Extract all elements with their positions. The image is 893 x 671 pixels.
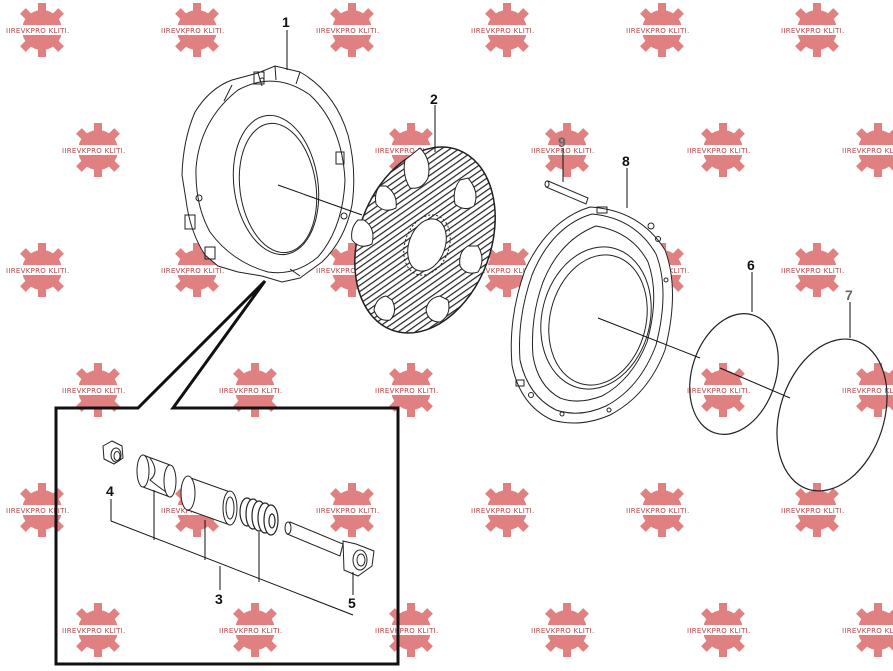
watermark-logo: IIREVKPRO KLITI. <box>471 483 541 537</box>
callout-7: 7 <box>845 287 853 303</box>
svg-text:IIREVKPRO KLITI.: IIREVKPRO KLITI. <box>471 27 535 35</box>
svg-text:IIREVKPRO KLITI.: IIREVKPRO KLITI. <box>687 387 751 395</box>
svg-text:IIREVKPRO KLITI.: IIREVKPRO KLITI. <box>375 387 439 395</box>
watermark-logo: IIREVKPRO KLITI. <box>161 243 231 297</box>
svg-text:IIREVKPRO KLITI.: IIREVKPRO KLITI. <box>842 147 893 155</box>
watermark-logo: IIREVKPRO KLITI. <box>375 363 445 417</box>
watermark-layer: IIREVKPRO KLITI. IIREVKPRO KLITI. IIREVK… <box>6 3 893 657</box>
watermark-logo: IIREVKPRO KLITI. <box>471 3 541 57</box>
leader-lines <box>110 30 851 616</box>
watermark-logo: IIREVKPRO KLITI. <box>219 603 289 657</box>
part-3-spring-sleeve-2 <box>180 475 238 526</box>
watermark-logo: IIREVKPRO KLITI. <box>6 243 76 297</box>
svg-text:IIREVKPRO KLITI.: IIREVKPRO KLITI. <box>6 267 70 275</box>
svg-text:IIREVKPRO KLITI.: IIREVKPRO KLITI. <box>687 627 751 635</box>
svg-text:IIREVKPRO KLITI.: IIREVKPRO KLITI. <box>626 27 690 35</box>
svg-text:IIREVKPRO KLITI.: IIREVKPRO KLITI. <box>471 507 535 515</box>
svg-text:IIREVKPRO KLITI.: IIREVKPRO KLITI. <box>219 387 283 395</box>
callout-2: 2 <box>430 91 438 107</box>
watermark-logo: IIREVKPRO KLITI. <box>781 243 851 297</box>
part-3-spring-sleeve-1 <box>136 454 177 498</box>
part-8-piston-housing <box>510 206 673 424</box>
svg-text:IIREVKPRO KLITI.: IIREVKPRO KLITI. <box>781 27 845 35</box>
watermark-logo: IIREVKPRO KLITI. <box>531 603 601 657</box>
callout-3: 3 <box>215 591 223 607</box>
svg-text:IIREVKPRO KLITI.: IIREVKPRO KLITI. <box>62 387 126 395</box>
svg-text:IIREVKPRO KLITI.: IIREVKPRO KLITI. <box>161 27 225 35</box>
detail-inset-box <box>54 279 400 666</box>
callout-4: 4 <box>106 483 114 499</box>
callout-8: 8 <box>622 153 630 169</box>
watermark-logo: IIREVKPRO KLITI. <box>687 603 757 657</box>
svg-text:IIREVKPRO KLITI.: IIREVKPRO KLITI. <box>62 147 126 155</box>
watermark-logo: IIREVKPRO KLITI. <box>62 603 132 657</box>
watermark-logo: IIREVKPRO KLITI. <box>842 123 893 177</box>
watermark-logo: IIREVKPRO KLITI. <box>471 243 541 297</box>
watermark-logo: IIREVKPRO KLITI. <box>161 3 231 57</box>
part-7-o-ring <box>776 338 888 492</box>
svg-text:IIREVKPRO KLITI.: IIREVKPRO KLITI. <box>6 507 70 515</box>
watermark-logo: IIREVKPRO KLITI. <box>6 483 76 537</box>
watermark-logo: IIREVKPRO KLITI. <box>781 483 851 537</box>
svg-text:IIREVKPRO KLITI.: IIREVKPRO KLITI. <box>842 387 893 395</box>
part-6-o-ring <box>689 313 779 435</box>
watermark-logo: IIREVKPRO KLITI. <box>842 363 893 417</box>
watermark-logo: IIREVKPRO KLITI. <box>316 243 386 297</box>
part-2-friction-disc <box>351 146 496 334</box>
callout-1: 1 <box>282 14 290 30</box>
callout-9: 9 <box>558 134 566 150</box>
watermark-logo: IIREVKPRO KLITI. <box>531 123 601 177</box>
svg-text:IIREVKPRO KLITI.: IIREVKPRO KLITI. <box>62 627 126 635</box>
watermark-logo: IIREVKPRO KLITI. <box>687 123 757 177</box>
part-1-pressure-plate <box>181 65 355 283</box>
watermark-logo: IIREVKPRO KLITI. <box>626 483 696 537</box>
svg-text:IIREVKPRO KLITI.: IIREVKPRO KLITI. <box>6 27 70 35</box>
svg-text:IIREVKPRO KLITI.: IIREVKPRO KLITI. <box>316 507 380 515</box>
part-5-bolt <box>284 521 375 577</box>
watermark-logo: IIREVKPRO KLITI. <box>62 123 132 177</box>
callout-5: 5 <box>348 595 356 611</box>
svg-text:IIREVKPRO KLITI.: IIREVKPRO KLITI. <box>626 507 690 515</box>
watermark-logo: IIREVKPRO KLITI. <box>842 603 893 657</box>
svg-text:IIREVKPRO KLITI.: IIREVKPRO KLITI. <box>375 147 439 155</box>
svg-text:IIREVKPRO KLITI.: IIREVKPRO KLITI. <box>471 267 535 275</box>
svg-text:IIREVKPRO KLITI.: IIREVKPRO KLITI. <box>687 147 751 155</box>
watermark-logo: IIREVKPRO KLITI. <box>626 3 696 57</box>
watermark-logo: IIREVKPRO KLITI. <box>219 363 289 417</box>
watermark-logo: IIREVKPRO KLITI. <box>316 483 386 537</box>
svg-text:IIREVKPRO KLITI.: IIREVKPRO KLITI. <box>842 627 893 635</box>
svg-text:IIREVKPRO KLITI.: IIREVKPRO KLITI. <box>375 627 439 635</box>
watermark-logo: IIREVKPRO KLITI. <box>781 3 851 57</box>
part-4-nut <box>102 440 124 465</box>
svg-text:IIREVKPRO KLITI.: IIREVKPRO KLITI. <box>531 627 595 635</box>
watermark-logo: IIREVKPRO KLITI. <box>316 3 386 57</box>
callout-6: 6 <box>747 257 755 273</box>
svg-text:IIREVKPRO KLITI.: IIREVKPRO KLITI. <box>316 267 380 275</box>
part-9-pin <box>544 180 589 205</box>
svg-text:IIREVKPRO KLITI.: IIREVKPRO KLITI. <box>781 267 845 275</box>
watermark-logo: IIREVKPRO KLITI. <box>375 603 445 657</box>
watermark-logo: IIREVKPRO KLITI. <box>62 363 132 417</box>
svg-text:IIREVKPRO KLITI.: IIREVKPRO KLITI. <box>219 627 283 635</box>
part-3-coil-spring <box>239 497 279 536</box>
watermark-logo: IIREVKPRO KLITI. <box>375 123 445 177</box>
svg-text:IIREVKPRO KLITI.: IIREVKPRO KLITI. <box>316 27 380 35</box>
watermark-logo: IIREVKPRO KLITI. <box>687 363 757 417</box>
svg-text:IIREVKPRO KLITI.: IIREVKPRO KLITI. <box>781 507 845 515</box>
watermark-logo: IIREVKPRO KLITI. <box>6 3 76 57</box>
svg-text:IIREVKPRO KLITI.: IIREVKPRO KLITI. <box>161 267 225 275</box>
